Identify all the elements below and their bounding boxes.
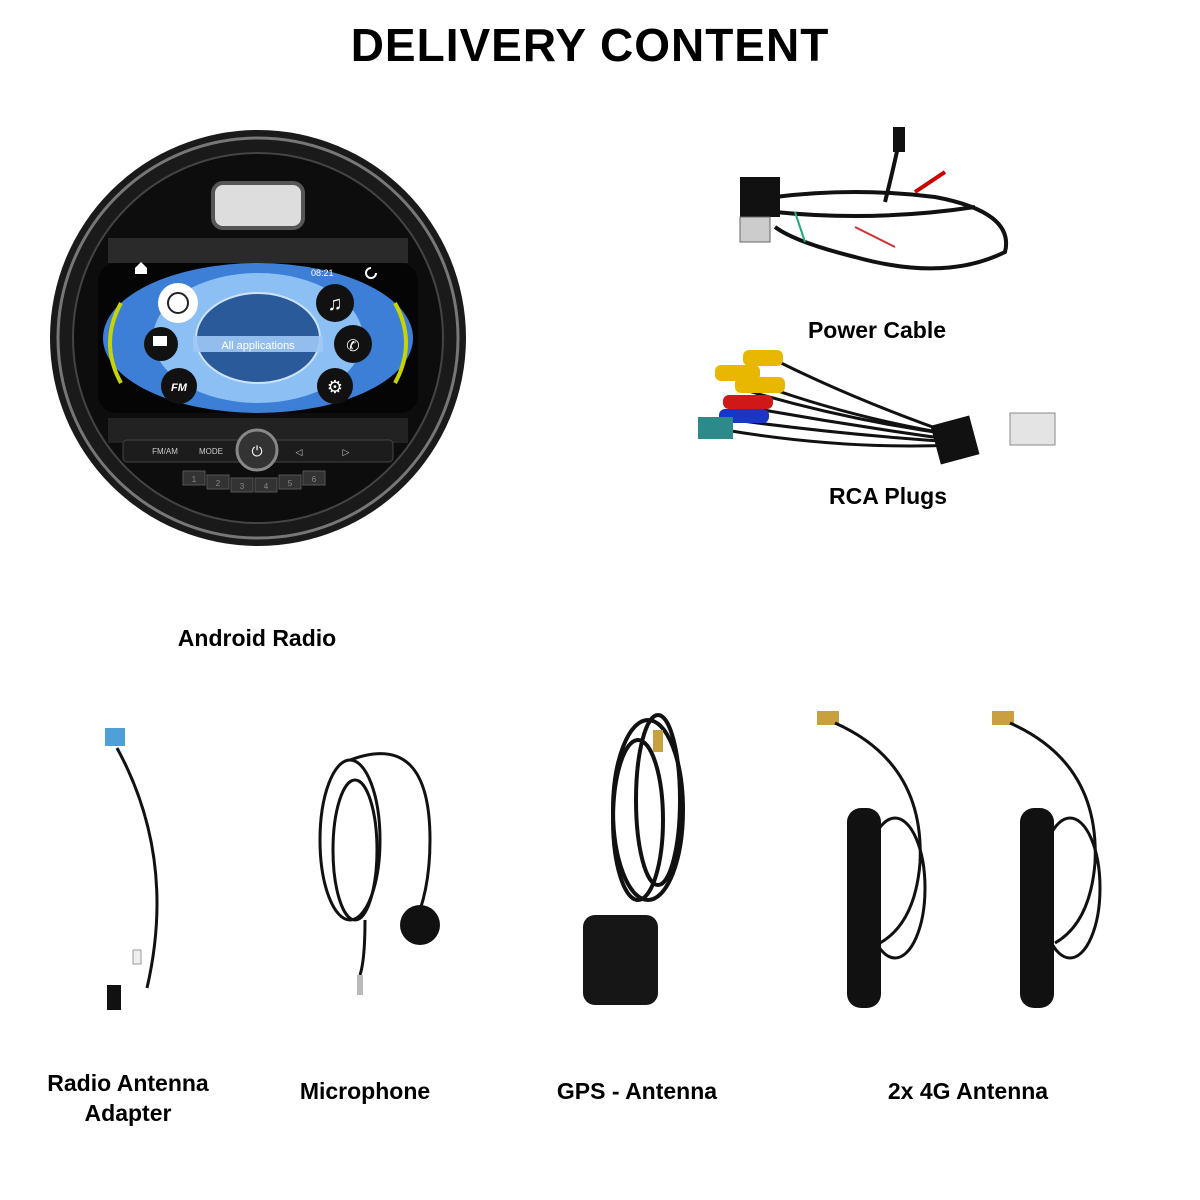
all-applications-label: All applications [221,340,295,352]
svg-text:6: 6 [312,475,317,484]
svg-text:♫: ♫ [328,293,343,315]
gps-antenna-label: GPS - Antenna [556,1078,718,1104]
rca-plugs-image [698,350,1056,465]
svg-text:5: 5 [288,479,293,488]
svg-text:1: 1 [192,475,197,484]
back-icon [365,267,377,279]
4g-antenna-image-1 [817,711,927,1008]
svg-text:MODE: MODE [199,447,223,456]
radio-antenna-adapter-label: Radio Antenna Adapter [8,1068,248,1128]
label-line-2: Adapter [84,1100,172,1126]
android-radio-label: Android Radio [177,625,337,651]
fm-radio-icon [161,368,197,404]
svg-text:▷: ▷ [343,447,350,457]
svg-text:⚙: ⚙ [327,377,343,397]
power-cable-image [739,127,1009,271]
svg-text:4: 4 [264,482,269,491]
microphone-label: Microphone [299,1078,431,1104]
android-radio-image: All applications 08:21 FM ♫ ✆ ⚙ FM/AM MO… [50,130,466,546]
power-knob [235,428,279,472]
svg-text:◁: ◁ [296,447,303,457]
browser-icon [158,283,198,323]
microphone-image [318,752,440,995]
power-cable-label: Power Cable [807,317,947,343]
svg-text:✆: ✆ [346,338,359,355]
settings-icon [317,368,353,404]
bluetooth-phone-icon [334,325,372,363]
radio-antenna-adapter-image [105,728,159,1010]
home-icon [135,262,147,274]
svg-text:⏻: ⏻ [251,443,262,459]
4g-antenna-image-2 [992,711,1102,1008]
svg-text:2: 2 [216,479,221,488]
music-icon [316,284,354,322]
svg-text:3: 3 [240,482,245,491]
page-title: DELIVERY CONTENT [350,19,830,71]
gps-antenna-image [583,713,685,1005]
label-line-1: Radio Antenna [47,1070,209,1096]
svg-text:FM/AM: FM/AM [152,447,178,456]
4g-antenna-label: 2x 4G Antenna [887,1078,1049,1104]
svg-text:FM: FM [171,382,188,394]
rca-plugs-label: RCA Plugs [829,483,947,509]
screen-clock: 08:21 [311,268,334,278]
